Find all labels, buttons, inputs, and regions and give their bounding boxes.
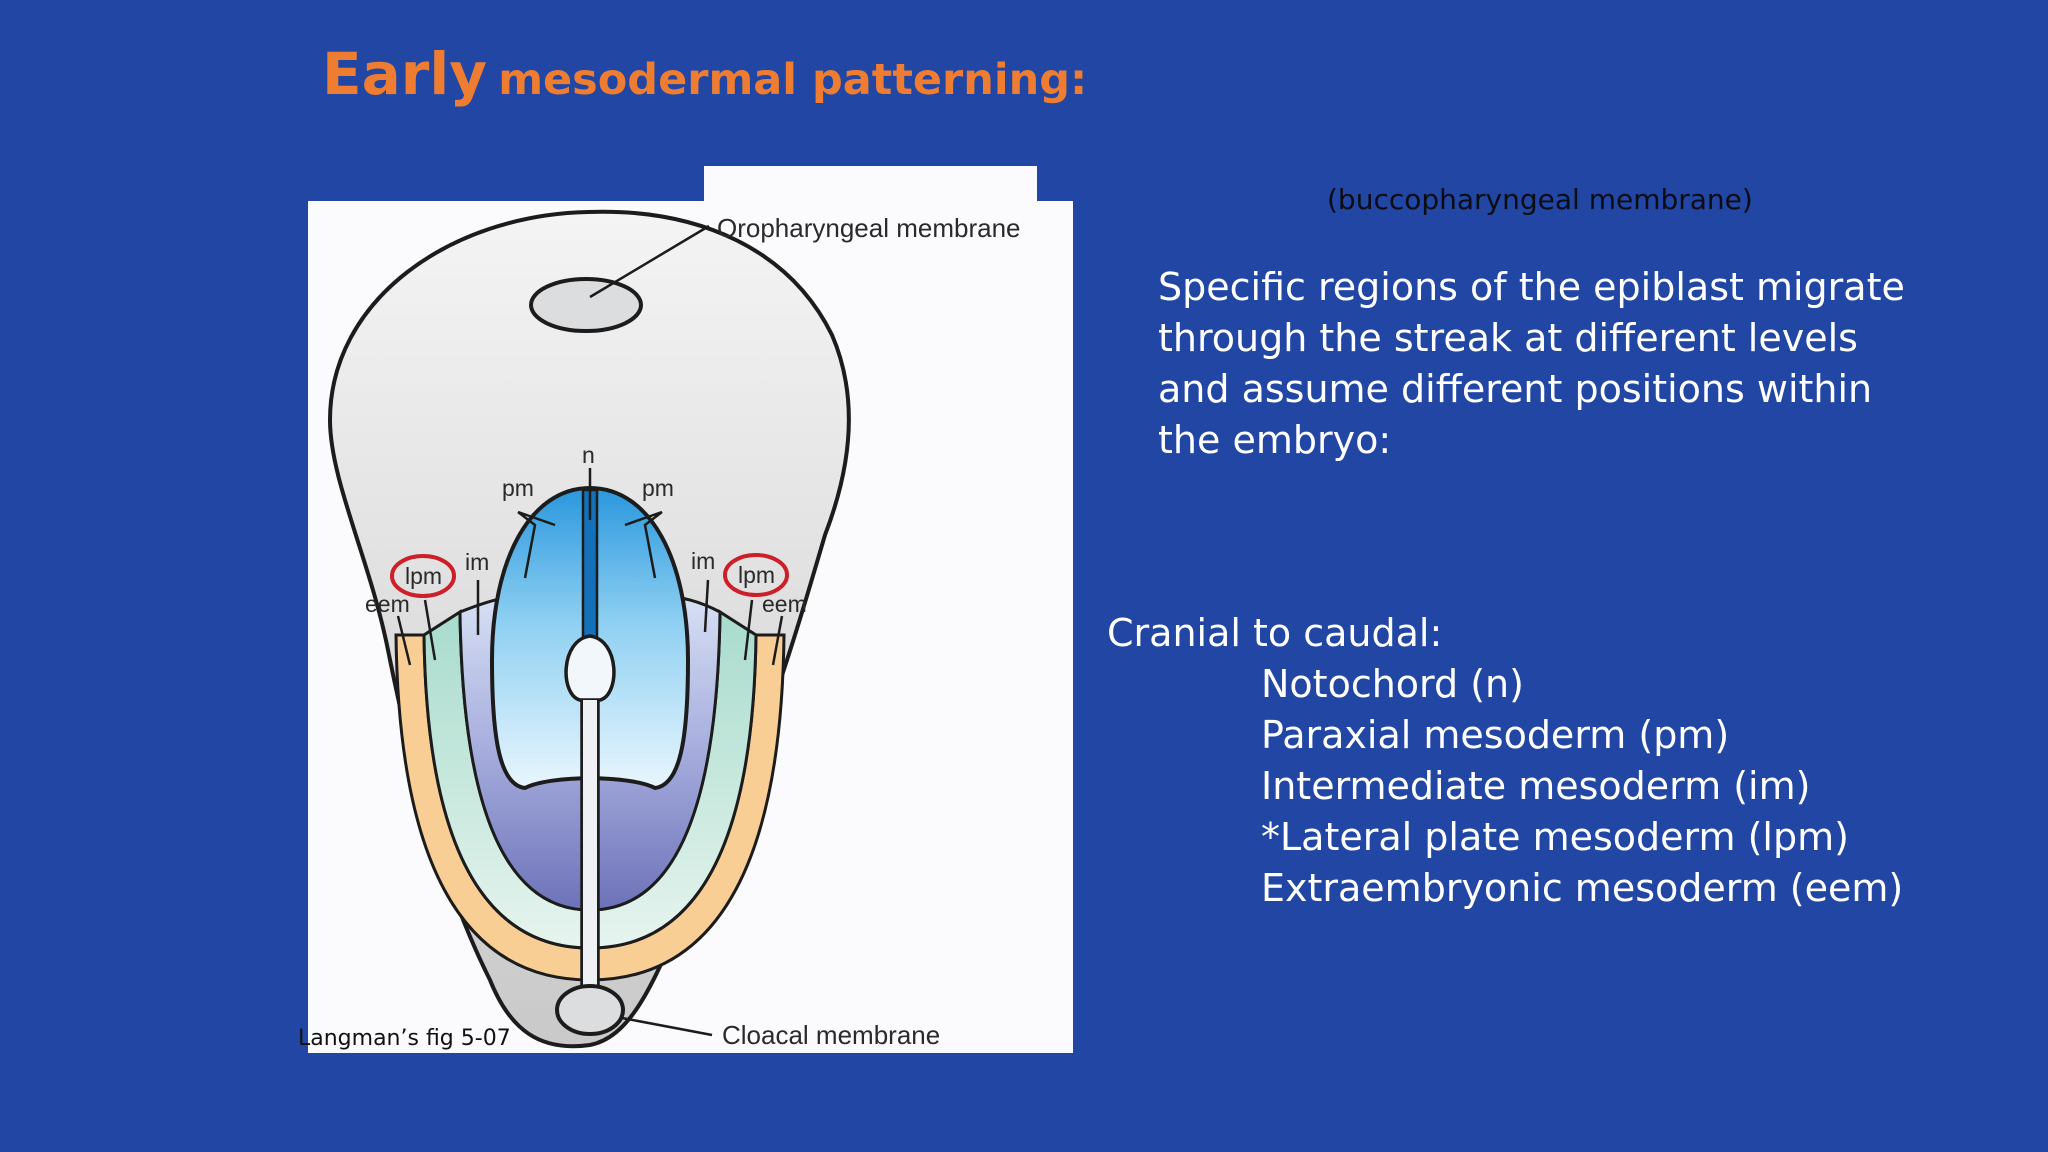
n-label: n <box>582 442 595 468</box>
primitive-streak <box>580 700 600 995</box>
eem-label-right: eem <box>762 591 807 617</box>
eem-pointer-left <box>396 615 412 666</box>
side-note: (buccopharyngeal membrane) <box>1327 183 1753 216</box>
lpm-pointer-left <box>423 599 437 661</box>
figure-caption: Langman’s fig 5-07 <box>298 1026 511 1051</box>
list-item: Paraxial mesoderm (pm) <box>1261 713 1730 757</box>
pm-label-left: pm <box>502 475 534 501</box>
mesoderm-layer-list: Notochord (n) Paraxial mesoderm (pm) Int… <box>1261 659 1903 914</box>
oropharyngeal-membrane <box>529 277 643 333</box>
list-item: Extraembryonic mesoderm (eem) <box>1261 866 1904 910</box>
im-label-left: im <box>465 549 489 575</box>
list-item: Notochord (n) <box>1261 662 1524 706</box>
slide-title-emphasis: Early <box>322 40 488 108</box>
slide-title-rest: mesodermal patterning: <box>498 55 1088 105</box>
pm-label-right: pm <box>642 475 674 501</box>
figure-panel-tab <box>704 166 1037 206</box>
list-item: *Lateral plate mesoderm (lpm) <box>1261 815 1849 859</box>
cloacal-label: Cloacal membrane <box>722 1020 940 1050</box>
lpm-label-right: lpm <box>738 562 775 588</box>
description-text: Specific regions of the epiblast migrate… <box>1158 265 1905 462</box>
pm-pointer-right <box>624 510 663 579</box>
eem-label-left: eem <box>365 591 410 617</box>
oropharyngeal-label: Oropharyngeal membrane <box>717 213 1021 243</box>
oropharyngeal-leader-line <box>589 224 710 299</box>
lpm-highlight-left <box>390 554 456 598</box>
list-item: Intermediate mesoderm (im) <box>1261 764 1811 808</box>
lpm-highlight-right <box>723 553 789 597</box>
im-label-right: im <box>691 548 715 574</box>
primitive-node <box>564 634 616 702</box>
im-pointer-right <box>703 579 710 633</box>
lpm-pointer-right <box>743 599 754 661</box>
cloacal-membrane <box>555 984 625 1036</box>
cloacal-leader-line <box>621 1016 713 1037</box>
slide-title: Early mesodermal patterning: <box>322 40 1087 108</box>
list-heading: Cranial to caudal: <box>1107 611 1443 655</box>
pm-pointer-left <box>517 510 556 579</box>
eem-pointer-right <box>771 615 784 666</box>
lpm-label-left: lpm <box>405 563 442 589</box>
